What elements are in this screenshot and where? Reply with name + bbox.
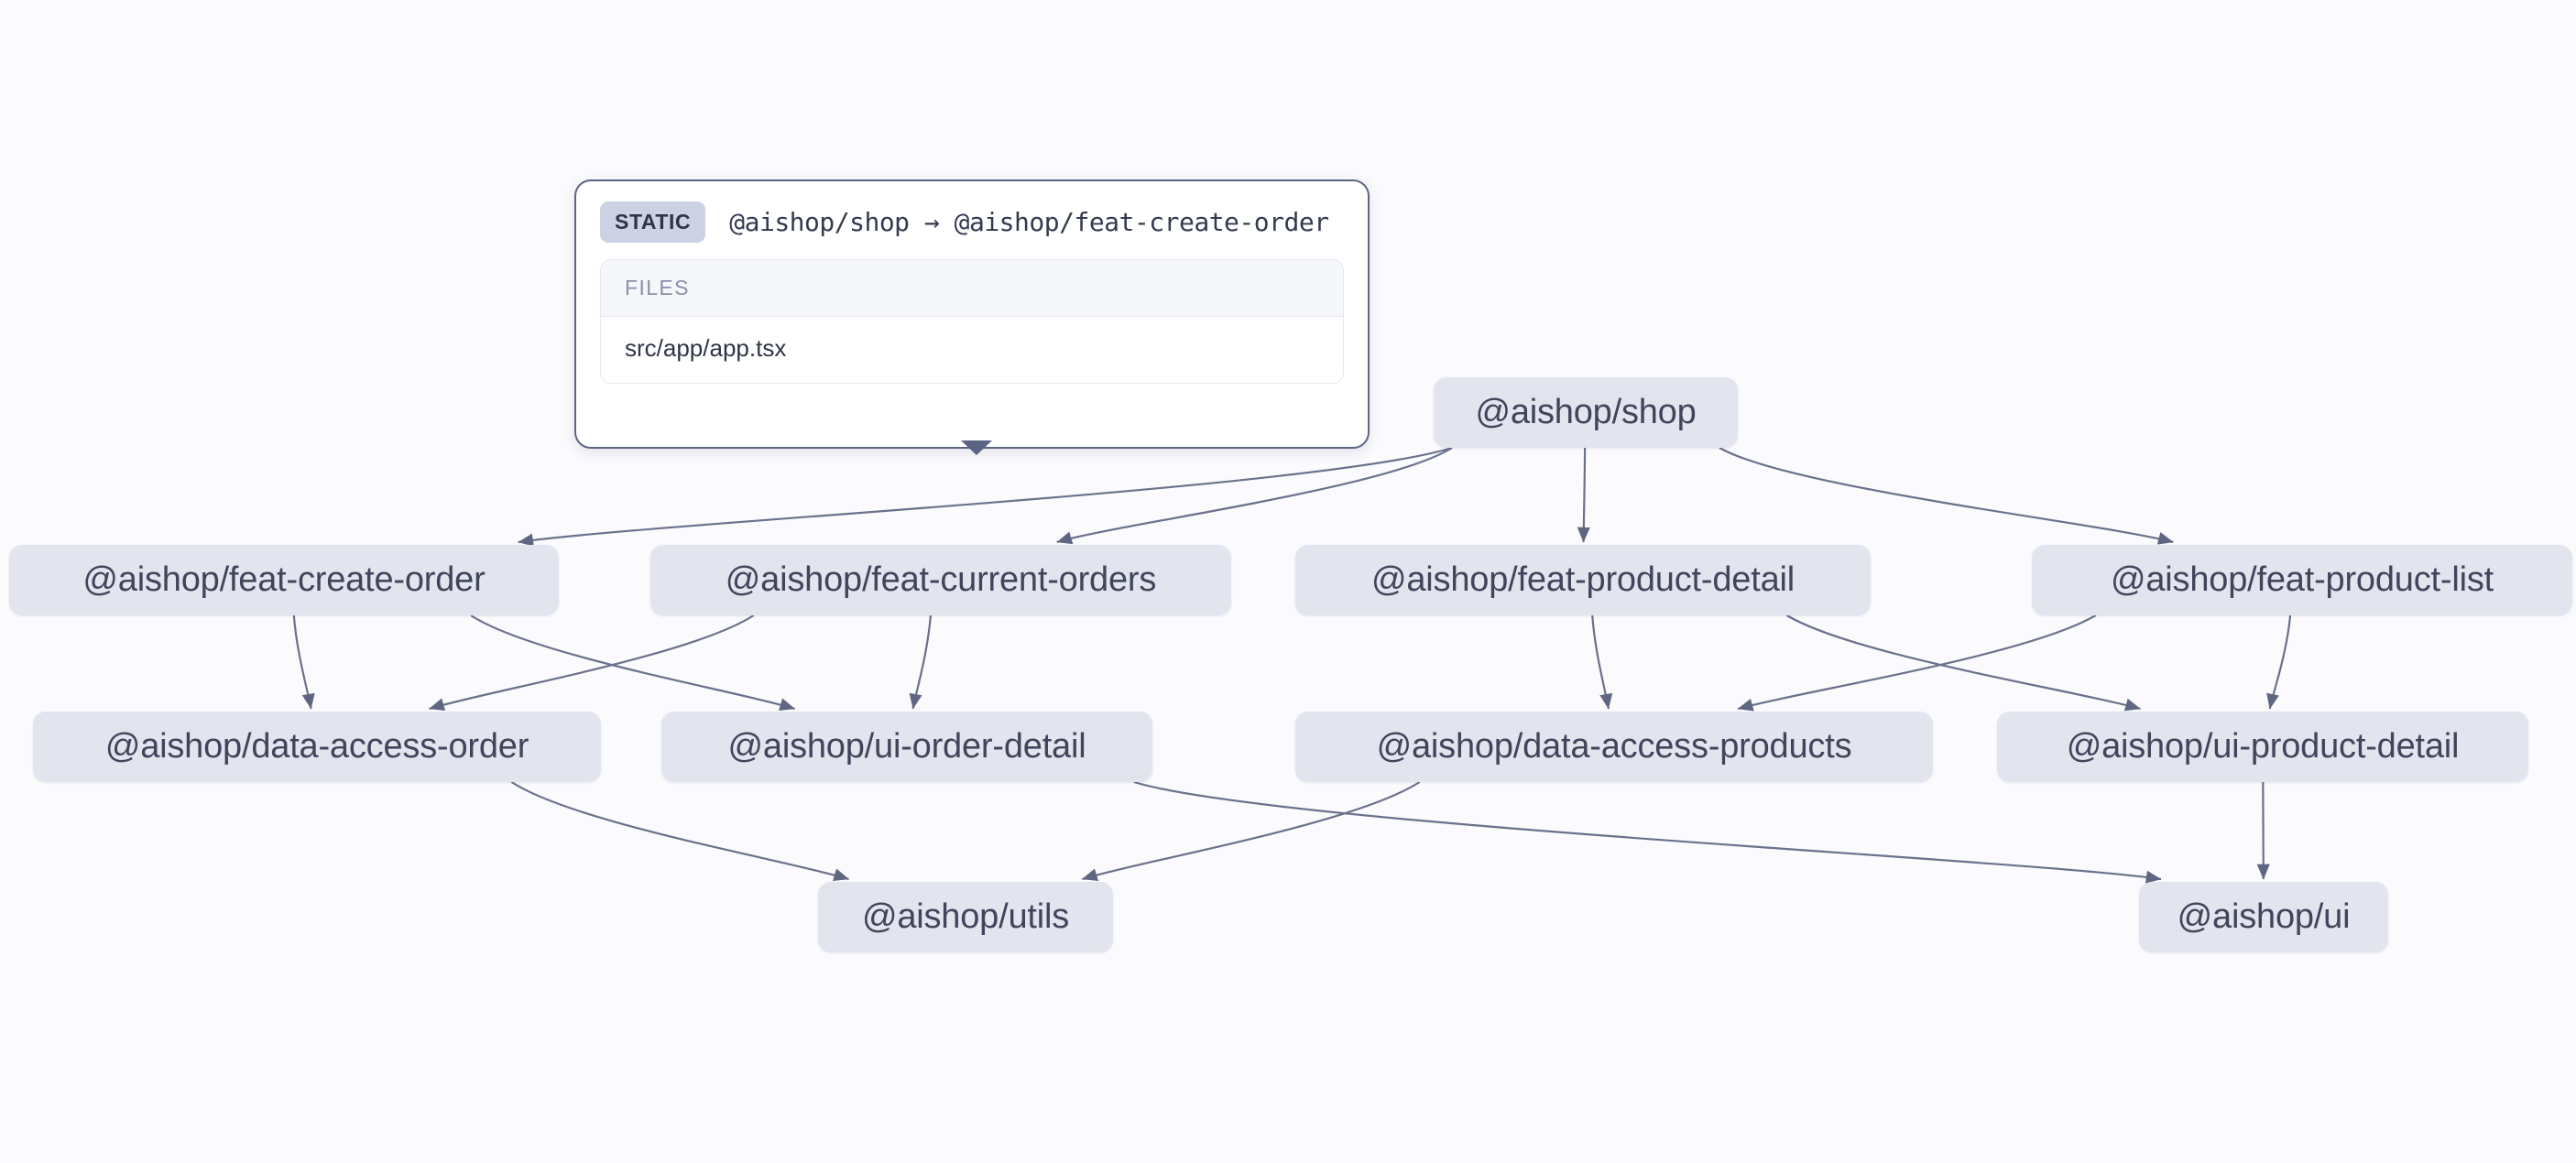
- graph-edge-shop-to-feat-product-list: [1719, 447, 2174, 545]
- graph-node-label: @aishop/ui: [2177, 897, 2351, 936]
- graph-node-label: @aishop/utils: [861, 897, 1070, 936]
- graph-edge-ui-order-detail-to-ui: [1133, 780, 2162, 884]
- graph-node-data-access-order[interactable]: @aishop/data-access-order: [33, 712, 601, 782]
- tooltip-pointer-icon: [961, 440, 992, 455]
- file-list-item[interactable]: src/app/app.tsx: [601, 317, 1343, 383]
- graph-edge-shop-to-feat-product-detail: [1577, 447, 1590, 543]
- graph-node-ui[interactable]: @aishop/ui: [2139, 882, 2388, 952]
- graph-edge-data-access-products-to-utils: [1082, 781, 1421, 882]
- graph-edge-shop-to-feat-current-orders: [1056, 447, 1453, 545]
- graph-node-label: @aishop/feat-current-orders: [725, 560, 1157, 599]
- graph-node-label: @aishop/ui-product-detail: [2066, 727, 2460, 766]
- graph-node-label: @aishop/shop: [1475, 393, 1697, 431]
- graph-node-label: @aishop/feat-create-order: [82, 560, 486, 599]
- status-badge: STATIC: [600, 201, 706, 243]
- graph-edge-feat-product-list-to-data-access-products: [1737, 614, 2097, 712]
- graph-edge-feat-create-order-to-ui-order-detail: [470, 614, 796, 712]
- graph-edge-feat-product-list-to-ui-product-detail: [2266, 614, 2292, 710]
- graph-edge-feat-product-detail-to-data-access-products: [1591, 614, 1613, 710]
- graph-edge-shop-to-feat-create-order: [518, 446, 1453, 547]
- graph-edge-data-access-order-to-utils: [510, 781, 849, 882]
- graph-node-shop[interactable]: @aishop/shop: [1434, 377, 1738, 448]
- graph-node-data-access-products[interactable]: @aishop/data-access-products: [1295, 712, 1933, 782]
- graph-edge-feat-product-detail-to-ui-product-detail: [1786, 614, 2141, 712]
- dependency-detail-tooltip[interactable]: STATIC @aishop/shop → @aishop/feat-creat…: [574, 179, 1370, 449]
- graph-node-label: @aishop/data-access-order: [104, 727, 529, 766]
- graph-edge-feat-current-orders-to-data-access-order: [429, 614, 755, 712]
- graph-edge-feat-create-order-to-data-access-order: [292, 614, 315, 710]
- graph-node-label: @aishop/feat-product-detail: [1371, 560, 1795, 599]
- graph-node-feat-product-list[interactable]: @aishop/feat-product-list: [2032, 545, 2572, 615]
- graph-node-label: @aishop/feat-product-list: [2111, 560, 2494, 599]
- files-header: FILES: [601, 260, 1343, 317]
- graph-edge-feat-current-orders-to-ui-order-detail: [909, 614, 932, 710]
- files-panel: FILES src/app/app.tsx: [600, 259, 1344, 384]
- tooltip-header: STATIC @aishop/shop → @aishop/feat-creat…: [576, 181, 1368, 255]
- dependency-title: @aishop/shop → @aishop/feat-create-order: [729, 207, 1329, 237]
- graph-node-ui-order-detail[interactable]: @aishop/ui-order-detail: [661, 712, 1152, 782]
- graph-node-label: @aishop/ui-order-detail: [727, 727, 1086, 766]
- graph-node-feat-create-order[interactable]: @aishop/feat-create-order: [9, 545, 559, 615]
- graph-edge-ui-product-detail-to-ui: [2256, 781, 2270, 880]
- graph-node-feat-product-detail[interactable]: @aishop/feat-product-detail: [1295, 545, 1871, 615]
- graph-node-ui-product-detail[interactable]: @aishop/ui-product-detail: [1997, 712, 2528, 782]
- graph-node-utils[interactable]: @aishop/utils: [818, 882, 1113, 952]
- graph-node-feat-current-orders[interactable]: @aishop/feat-current-orders: [650, 545, 1231, 615]
- graph-node-label: @aishop/data-access-products: [1376, 727, 1852, 766]
